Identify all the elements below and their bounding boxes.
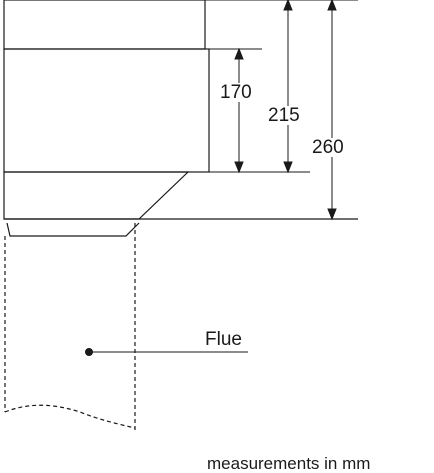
units-note: measurements in mm [207, 454, 371, 473]
dimension-label-260: 260 [311, 137, 345, 158]
arrowhead-215-top [283, 0, 293, 11]
dimension-label-170: 170 [219, 82, 253, 103]
arrowhead-215-bottom [283, 161, 293, 174]
appliance-base [3, 171, 190, 220]
flue-leader-dot [85, 348, 93, 356]
arrowhead-260-bottom [327, 208, 337, 221]
flue-collar [6, 222, 140, 237]
appliance-body [3, 48, 210, 173]
arrowhead-170-bottom [234, 161, 244, 174]
dimension-label-215: 215 [267, 105, 301, 126]
arrowhead-260-top [327, 0, 337, 11]
appliance-top-block [3, 0, 206, 50]
flue-duct-break-line [4, 404, 136, 429]
arrowhead-170-top [234, 47, 244, 60]
flue-callout-label: Flue [205, 329, 242, 350]
